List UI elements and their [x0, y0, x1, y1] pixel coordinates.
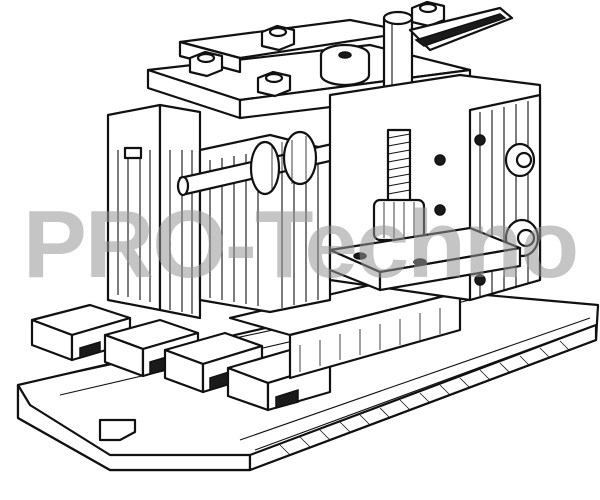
hex-bolt-2 [260, 24, 296, 52]
sliding-table [228, 276, 462, 380]
lead-screw [372, 128, 426, 242]
side-knob-lower [504, 218, 540, 258]
clamp-block-3 [163, 331, 264, 394]
left-upright [106, 103, 202, 320]
spindle-shaft [176, 130, 358, 197]
clamp-nut [319, 43, 371, 87]
front-work-plate [328, 226, 522, 292]
clamp-block-1 [30, 303, 132, 362]
clamp-lever [408, 6, 514, 52]
hex-bolt-1 [188, 50, 224, 78]
hex-bolt-3 [256, 70, 292, 98]
side-knob-upper [504, 142, 536, 178]
